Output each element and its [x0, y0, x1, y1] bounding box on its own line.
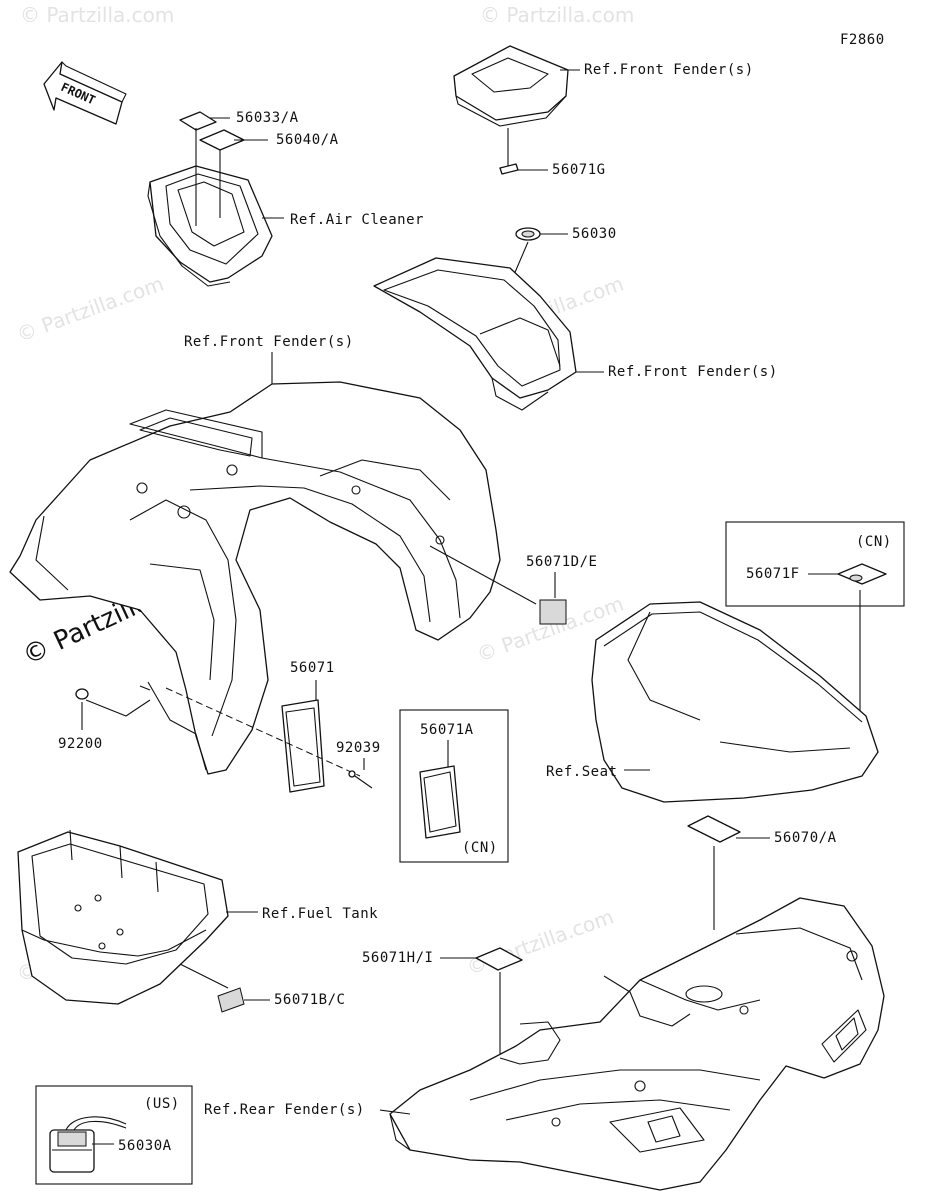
- seat-part: [591, 601, 879, 803]
- label-56071A: 56071A: [420, 722, 474, 738]
- front-direction-arrow-icon: FRONT: [43, 61, 127, 125]
- label-56033A: 56033/A: [236, 110, 299, 126]
- air-cleaner-part: [147, 128, 284, 287]
- label-air-cleaner: Ref.Air Cleaner: [290, 212, 424, 228]
- label-56071BC: 56071B/C: [274, 992, 345, 1008]
- front-fender-main-part: [9, 381, 501, 775]
- label-front-fender-top: Ref.Front Fender(s): [584, 62, 754, 78]
- decal-56071A: [419, 765, 461, 839]
- label-56070A: 56070/A: [774, 830, 837, 846]
- decal-56033A: [179, 111, 217, 131]
- decal-56071G: [499, 163, 519, 175]
- label-56040A: 56040/A: [276, 132, 339, 148]
- label-seat: Ref.Seat: [546, 764, 617, 780]
- label-56030A: 56030A: [118, 1138, 172, 1154]
- clip-92039: [348, 770, 373, 789]
- watermark: © Partzilla.com: [20, 3, 174, 27]
- label-56071F: 56071F: [746, 566, 800, 582]
- label-56071HI: 56071H/I: [362, 950, 433, 966]
- label-92039: 92039: [336, 740, 381, 756]
- decal-56071F: [837, 563, 887, 585]
- decal-56071: [281, 699, 325, 793]
- decal-56071HI: [475, 947, 523, 971]
- label-front-fender-main: Ref.Front Fender(s): [184, 334, 354, 350]
- label-cn-2: (CN): [462, 840, 498, 856]
- diagram-code: F2860: [840, 32, 885, 48]
- front-fender-top-part: [453, 45, 580, 127]
- decal-56071DE: [539, 599, 567, 625]
- label-front-fender-mid: Ref.Front Fender(s): [608, 364, 778, 380]
- label-56071: 56071: [290, 660, 335, 676]
- watermark: © Partzilla.com: [480, 3, 634, 27]
- decal-56071BC: [217, 987, 245, 1013]
- label-fuel-tank: Ref.Fuel Tank: [262, 906, 378, 922]
- label-92200: 92200: [58, 736, 103, 752]
- label-us: (US): [144, 1096, 180, 1112]
- fuel-tank-part: [17, 829, 258, 1005]
- front-fender-mid-part: [373, 257, 604, 411]
- cn-box-56071A: [399, 709, 509, 863]
- label-56071DE: 56071D/E: [526, 554, 597, 570]
- rear-fender-part: [389, 897, 885, 1191]
- label-rear-fender: Ref.Rear Fender(s): [204, 1102, 365, 1118]
- label-56030: 56030: [572, 226, 617, 242]
- label-56071G: 56071G: [552, 162, 606, 178]
- decal-56070A: [687, 815, 741, 843]
- nut-92200: [75, 688, 89, 700]
- watermark: © Partzilla.com: [14, 271, 167, 346]
- watermark: © Partzilla.com: [464, 904, 617, 979]
- us-box-56030A: [35, 1085, 193, 1185]
- label-cn-1: (CN): [856, 534, 892, 550]
- cn-box-56071F: [725, 521, 905, 607]
- tag-56030A: [49, 1116, 127, 1173]
- grommet-56030: [515, 227, 541, 241]
